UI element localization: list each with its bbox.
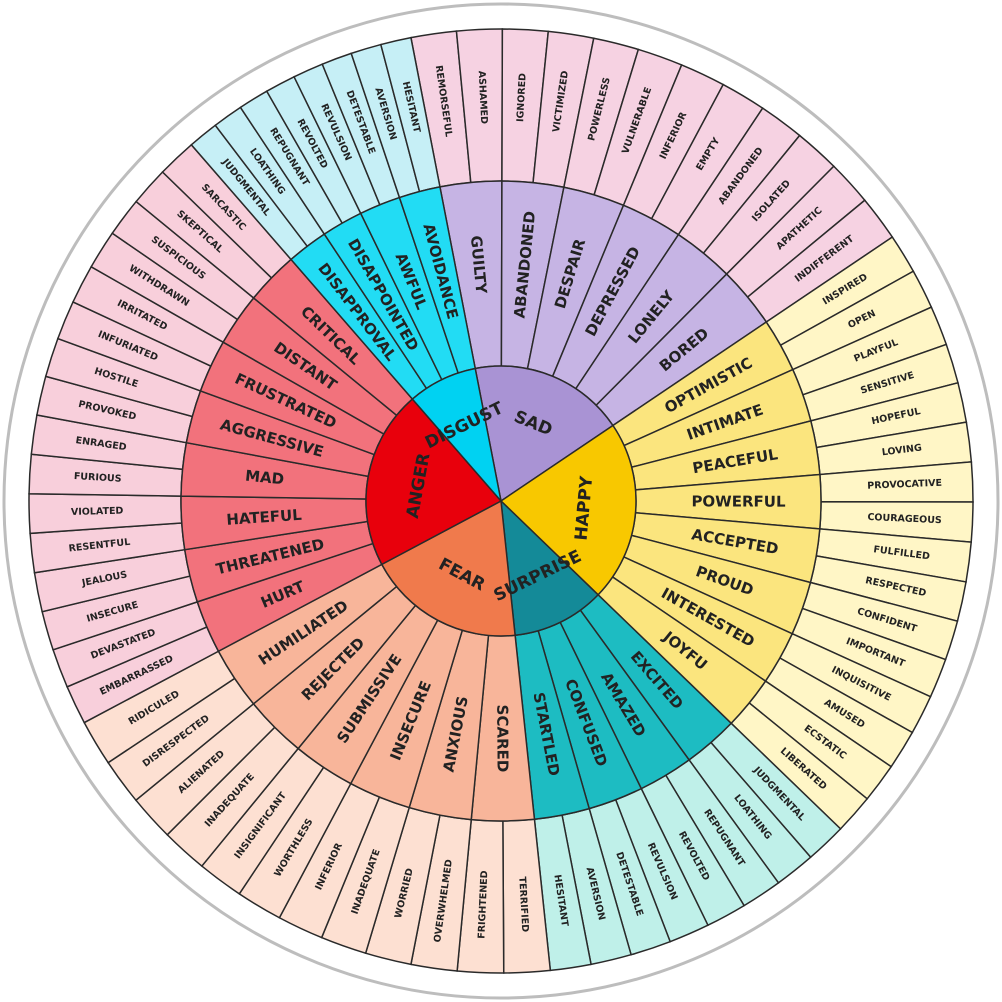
- wheel-segments: [28, 28, 974, 974]
- mid-label-fear-0: SCARED: [493, 705, 511, 773]
- outer-label-sad-2: IGNORED: [515, 73, 529, 123]
- core-wedge-surprise: [500, 499, 600, 637]
- core-wedge-disgust: [411, 367, 503, 504]
- outer-label-anger-5: VIOLATED: [71, 506, 124, 518]
- outer-label-sad-1: ASHAMED: [476, 71, 489, 125]
- core-wedge-anger: [365, 398, 503, 566]
- outer-label-fear-0: TERRIFIED: [516, 876, 530, 932]
- mid-label-sad-0: GUILTY: [467, 235, 491, 296]
- core-wedge-sad: [474, 365, 614, 503]
- outer-label-happy-6: PROVOCATIVE: [867, 478, 942, 492]
- mid-label-anger-3: MAD: [244, 467, 285, 489]
- outer-label-fear-1: FRIGHTENED: [476, 870, 490, 939]
- outer-label-happy-7: COURAGEOUS: [867, 512, 942, 526]
- outer-label-happy-5: LOVING: [881, 442, 922, 458]
- core-wedge-happy: [499, 424, 637, 596]
- mid-label-anger-2: HATEFUL: [226, 506, 303, 529]
- core-wedge-fear: [380, 499, 516, 637]
- outer-label-anger-6: FURIOUS: [74, 471, 122, 485]
- mid-label-happy-3: POWERFUL: [691, 492, 786, 510]
